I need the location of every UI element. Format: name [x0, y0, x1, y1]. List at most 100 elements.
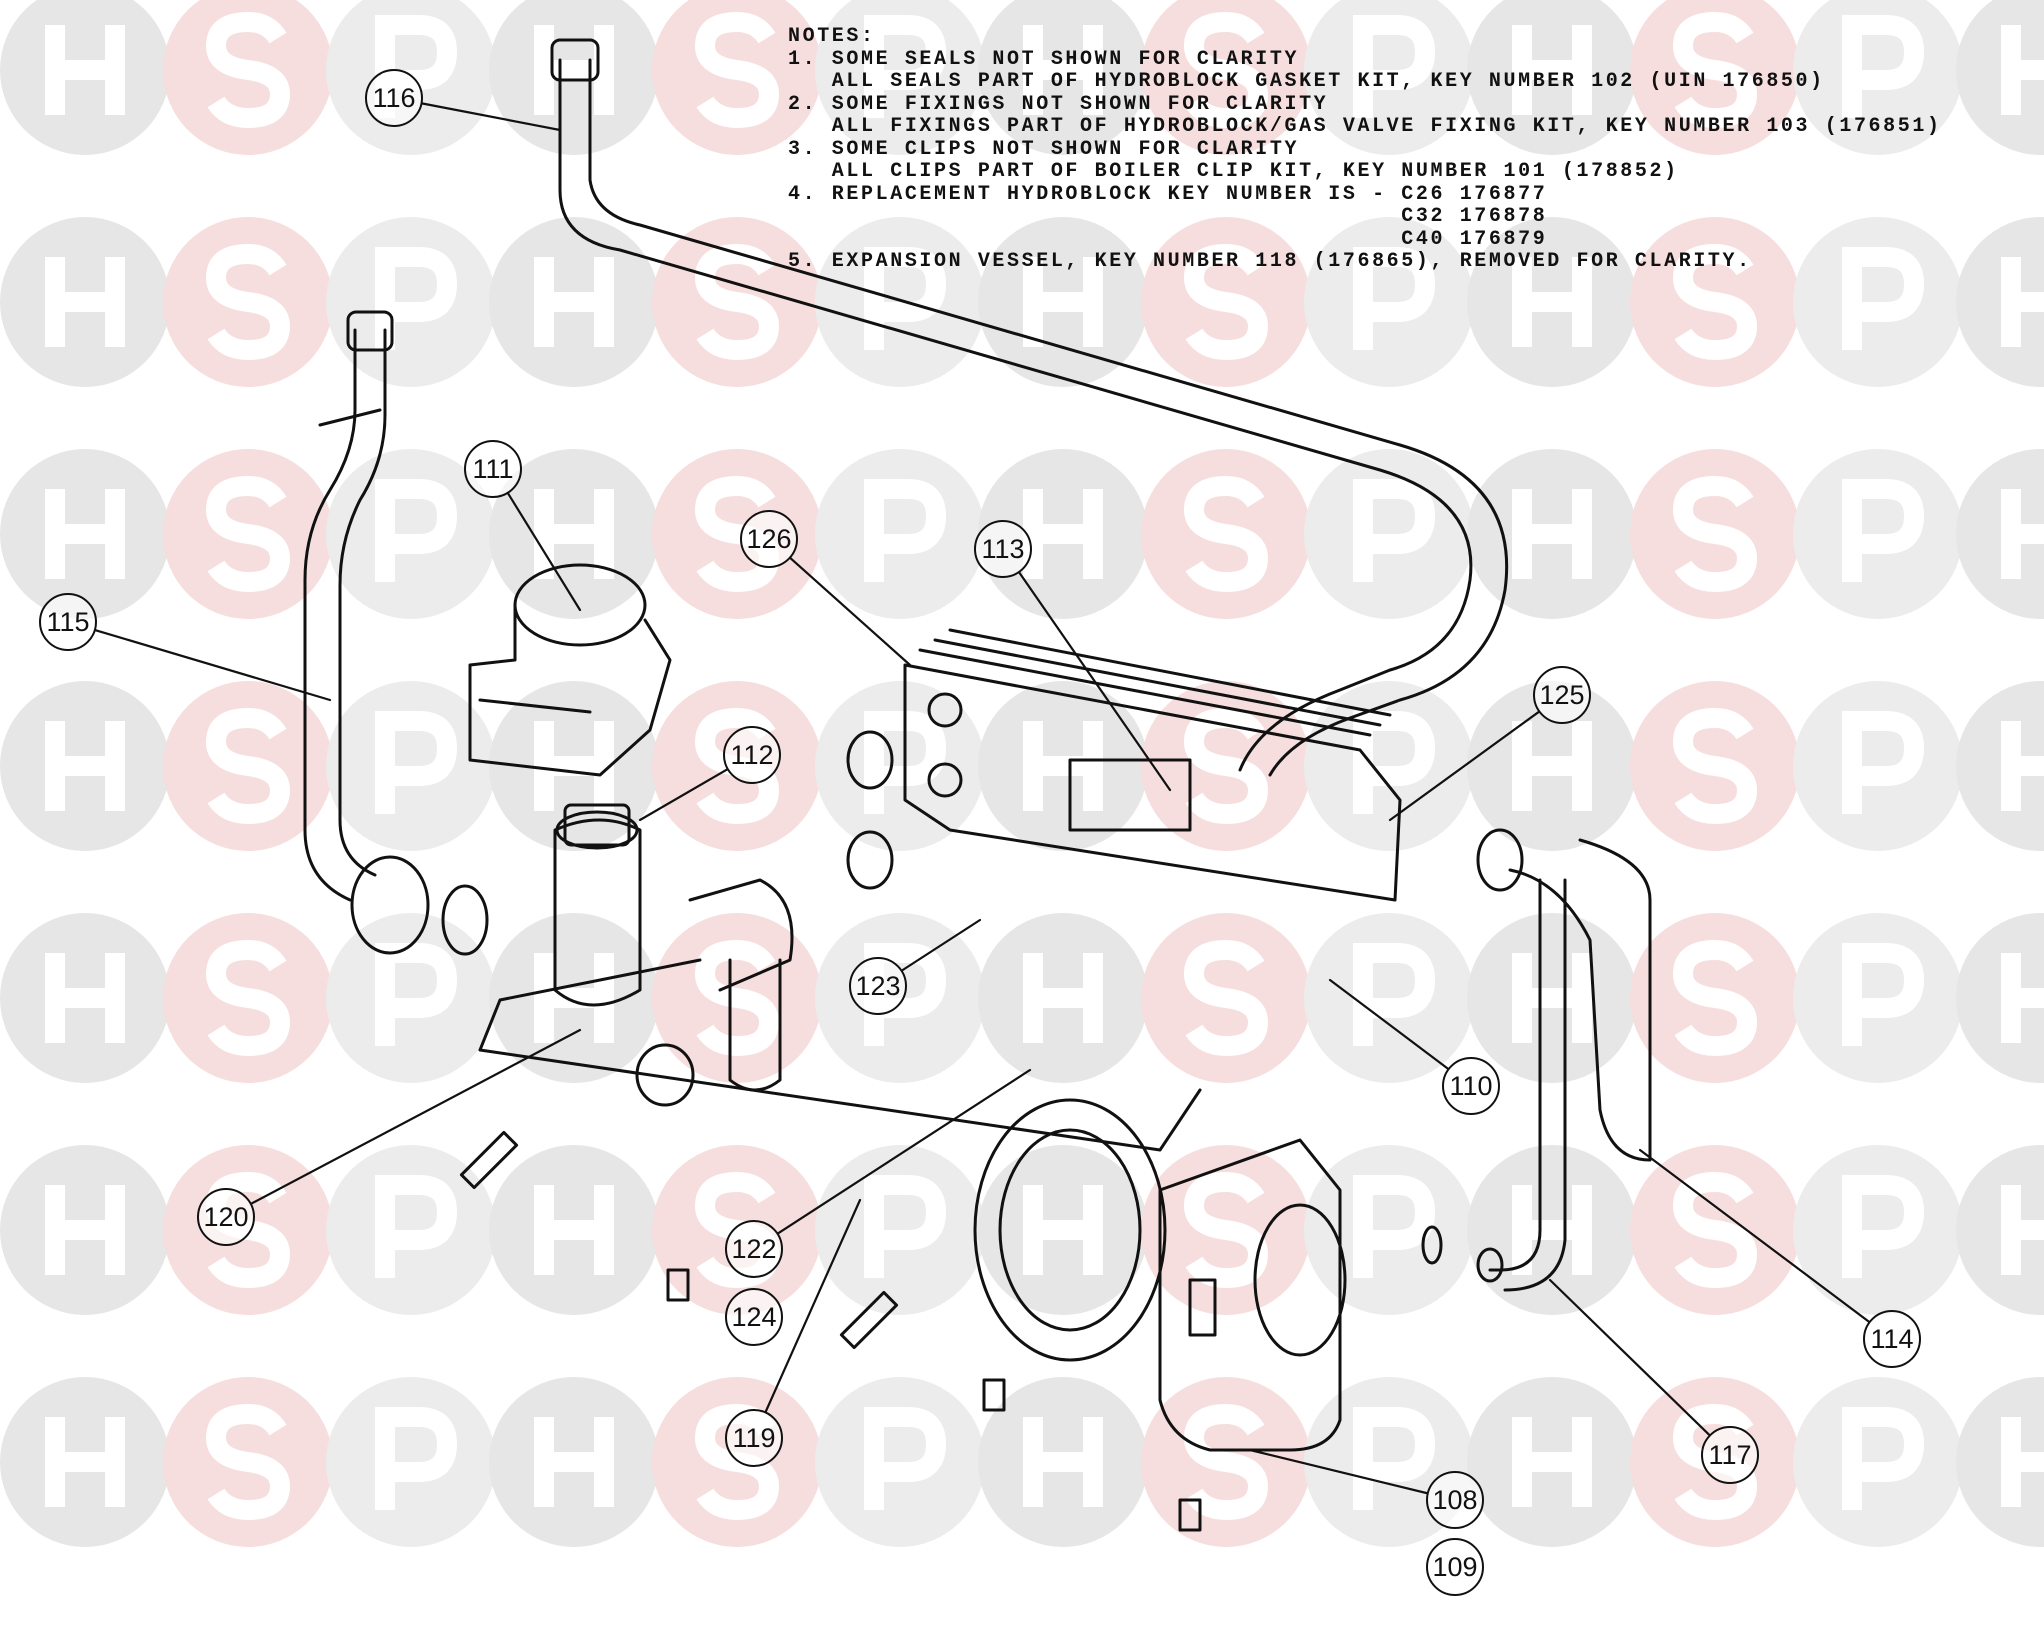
watermark-logo-p — [326, 913, 496, 1083]
watermark-logo-h — [0, 1377, 170, 1547]
watermark-logo-p — [1304, 1145, 1474, 1315]
pipe-114 — [1476, 828, 1652, 1162]
watermark-logo-h — [978, 449, 1148, 619]
watermark-logo-s — [163, 681, 333, 851]
watermark-logo-p — [326, 1145, 496, 1315]
callout-123[interactable]: 123 — [849, 957, 907, 1015]
watermark-logo-h — [1956, 913, 2044, 1083]
watermark-logo-s — [163, 913, 333, 1083]
watermark-logo-s — [1141, 681, 1311, 851]
watermark-logo-p — [1304, 913, 1474, 1083]
watermark-logo-h — [978, 217, 1148, 387]
watermark-logo-s — [1630, 217, 1800, 387]
leader-line-112 — [638, 768, 729, 822]
callout-122[interactable]: 122 — [725, 1220, 783, 1278]
watermark-logo-h — [1467, 1377, 1637, 1547]
watermark-logo-s — [163, 1377, 333, 1547]
callout-113[interactable]: 113 — [974, 520, 1032, 578]
watermark-logo-h — [0, 217, 170, 387]
leader-line-119 — [764, 1198, 862, 1413]
watermark-logo-h — [1467, 0, 1637, 155]
plate-heat-exchanger-126 — [846, 628, 1402, 902]
leader-line-126 — [789, 557, 912, 667]
callout-120[interactable]: 120 — [197, 1188, 255, 1246]
watermark-logo-s — [1141, 1145, 1311, 1315]
callout-115[interactable]: 115 — [39, 593, 97, 651]
watermark-logo-h — [1467, 681, 1637, 851]
watermark-logo-p — [1793, 1145, 1963, 1315]
watermark-logo-s — [1630, 0, 1800, 155]
watermark-logo-h — [1467, 1145, 1637, 1315]
hydroblock-assembly — [478, 803, 1202, 1152]
watermark-logo-h — [489, 1377, 659, 1547]
note-line: 1. SOME SEALS NOT SHOWN FOR CLARITY — [788, 47, 1300, 71]
callout-109[interactable]: 109 — [1426, 1538, 1484, 1596]
watermark-logo-s — [652, 449, 822, 619]
watermark-logo-h — [0, 913, 170, 1083]
watermark-logo-s — [163, 217, 333, 387]
watermark-logo-h — [1467, 217, 1637, 387]
pump-108 — [973, 1098, 1347, 1452]
watermark-logo-p — [815, 0, 985, 155]
callout-108[interactable]: 108 — [1426, 1471, 1484, 1529]
callout-124[interactable]: 124 — [725, 1288, 783, 1346]
note-line: C40 176879 — [788, 227, 1548, 251]
leader-line-111 — [507, 492, 582, 612]
watermark-logo-p — [815, 1377, 985, 1547]
watermark-logo-s — [1630, 1145, 1800, 1315]
watermark-logo-s — [163, 0, 333, 155]
callout-114[interactable]: 114 — [1863, 1310, 1921, 1368]
watermark-logo-h — [1956, 1145, 2044, 1315]
note-line: 2. SOME FIXINGS NOT SHOWN FOR CLARITY — [788, 92, 1329, 116]
pipe-115 — [303, 310, 489, 956]
watermark-logo-s — [1630, 449, 1800, 619]
callout-112[interactable]: 112 — [723, 726, 781, 784]
watermark-logo-s — [163, 449, 333, 619]
watermark-logo-s — [1141, 913, 1311, 1083]
watermark-logo-s — [1141, 449, 1311, 619]
pipe-117 — [1421, 878, 1567, 1292]
callout-111[interactable]: 111 — [464, 440, 522, 498]
callout-119[interactable]: 119 — [725, 1409, 783, 1467]
watermark-logo-h — [978, 913, 1148, 1083]
watermark-logo-s — [1141, 217, 1311, 387]
watermark-logo-p — [1304, 217, 1474, 387]
watermark-logo-h — [0, 449, 170, 619]
watermark-logo-h — [978, 1145, 1148, 1315]
callout-126[interactable]: 126 — [740, 510, 798, 568]
watermark-logo-h — [1956, 0, 2044, 155]
watermark-logo-h — [489, 681, 659, 851]
watermark-logo-h — [1956, 681, 2044, 851]
watermark-logo-h — [978, 681, 1148, 851]
note-line: ALL SEALS PART OF HYDROBLOCK GASKET KIT,… — [788, 70, 1825, 93]
watermark-logo-h — [1956, 1377, 2044, 1547]
watermark-logo-p — [1304, 0, 1474, 155]
watermark-logo-s — [652, 0, 822, 155]
callout-116[interactable]: 116 — [365, 69, 423, 127]
watermark-logo-h — [489, 1145, 659, 1315]
callout-110[interactable]: 110 — [1442, 1057, 1500, 1115]
watermark-logo-p — [1793, 449, 1963, 619]
note-line: ALL CLIPS PART OF BOILER CLIP KIT, KEY N… — [788, 160, 1679, 183]
watermark-logo-p — [1304, 449, 1474, 619]
notes-heading: NOTES: — [788, 25, 876, 48]
watermark-logo-p — [326, 681, 496, 851]
watermark-logo-p — [1304, 681, 1474, 851]
callout-125[interactable]: 125 — [1533, 666, 1591, 724]
note-line: 4. REPLACEMENT HYDROBLOCK KEY NUMBER IS … — [788, 182, 1548, 206]
leader-line-115 — [94, 629, 332, 702]
leader-line-117 — [1548, 1278, 1711, 1436]
note-line: C32 176878 — [788, 205, 1548, 228]
leader-line-108 — [1248, 1448, 1428, 1495]
watermark-logo-h — [1956, 217, 2044, 387]
watermark-logo-h — [0, 0, 170, 155]
leader-line-125 — [1388, 710, 1540, 822]
leader-line-120 — [250, 1028, 582, 1205]
watermark-logo-h — [489, 913, 659, 1083]
watermark-logo-h — [489, 217, 659, 387]
callout-117[interactable]: 117 — [1701, 1426, 1759, 1484]
note-line: ALL FIXINGS PART OF HYDROBLOCK/GAS VALVE… — [788, 115, 1942, 138]
watermark-logo-p — [815, 1145, 985, 1315]
